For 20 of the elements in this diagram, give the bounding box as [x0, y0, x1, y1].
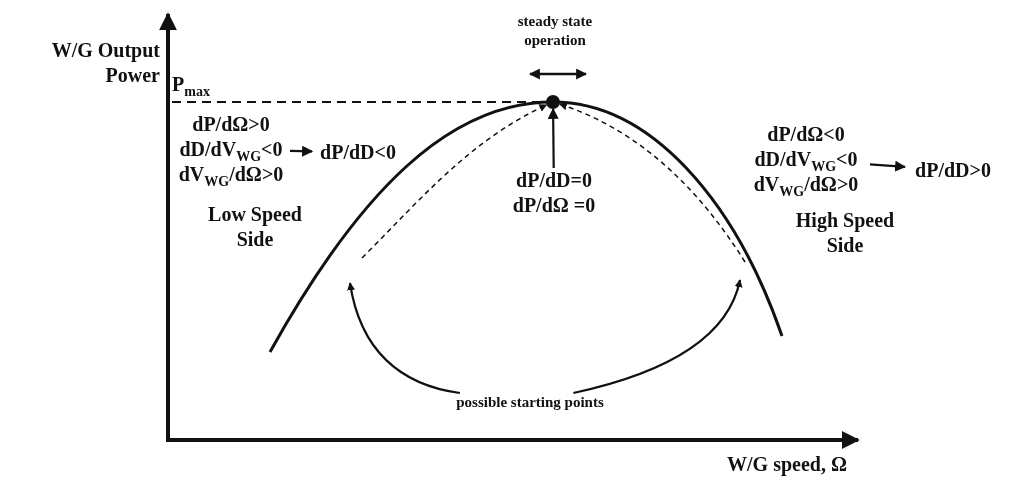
leader-line: [347, 282, 461, 395]
arrow: [547, 107, 559, 168]
region-label: Low Speed Side: [207, 202, 303, 252]
arrow: [289, 145, 314, 157]
condition-text: dP/dΩ<0 dD/dV$_{WG}$<0 dV$_{WG}$/dΩ>0: [742, 122, 870, 197]
arrow: [361, 104, 548, 259]
arrow: [558, 102, 746, 263]
annotation-text: steady state operation: [516, 12, 594, 50]
point-marker: [546, 95, 560, 109]
curve-label: P$_{max}$: [172, 72, 211, 97]
condition-text: dP/dD=0 dP/dΩ =0: [488, 168, 620, 218]
annotation-text: possible starting points: [440, 393, 620, 412]
condition-text: dP/dD>0: [905, 158, 1001, 183]
axis-label: W/G Output Power: [50, 38, 160, 88]
leader-line: [573, 279, 742, 395]
condition-text: dP/dD<0: [312, 140, 404, 165]
arrow: [869, 160, 907, 172]
region-label: High Speed Side: [794, 208, 896, 258]
condition-text: dP/dΩ>0 dD/dV$_{WG}$<0 dV$_{WG}$/dΩ>0: [172, 112, 290, 187]
axis-label: W/G speed, Ω: [726, 452, 848, 477]
